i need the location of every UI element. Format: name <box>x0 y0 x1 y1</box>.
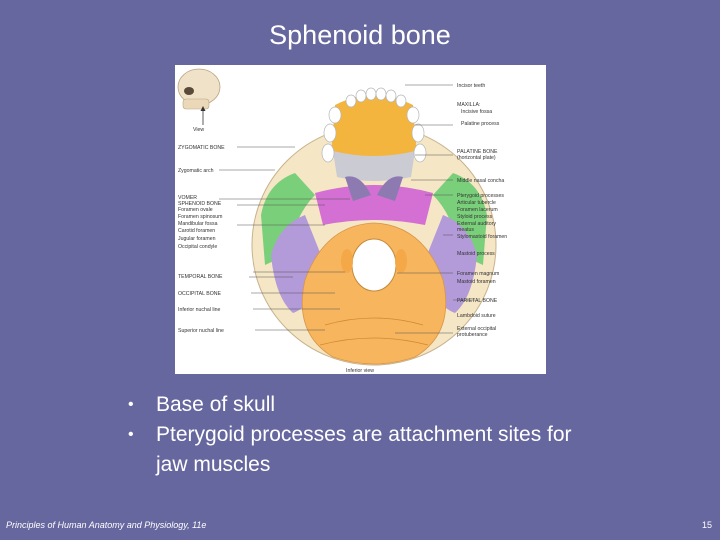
label-carotid-foramen: Carotid foramen <box>178 228 215 234</box>
label-protuberance: protuberance <box>457 332 488 338</box>
label-palatine-process: Palatine process <box>461 121 500 127</box>
label-mandibular-fossa: Mandibular fossa <box>178 221 218 227</box>
label-jugular-foramen: Jugular foramen <box>178 236 216 242</box>
label-middle-nasal-concha: Middle nasal concha <box>457 178 504 184</box>
bullet-item: • Pterygoid processes are attachment site… <box>128 420 598 480</box>
label-inferior-nuchal-line: Inferior nuchal line <box>178 307 221 313</box>
bullet-text: Pterygoid processes are attachment sites… <box>156 423 572 476</box>
label-stylomastoid-foramen: Stylomastoid foramen <box>457 234 507 240</box>
label-maxilla: MAXILLA: <box>457 102 480 108</box>
label-zygomatic-bone: ZYGOMATIC BONE <box>178 145 225 151</box>
label-incisive-fossa: Incisive fossa <box>461 109 492 115</box>
bullet-dot-icon: • <box>128 420 134 450</box>
label-superior-nuchal-line: Superior nuchal line <box>178 328 224 334</box>
label-foramen-magnum: Foramen magnum <box>457 271 499 277</box>
label-meatus: meatus <box>457 227 474 233</box>
label-occipital-bone: OCCIPITAL BONE <box>178 291 221 297</box>
bullet-item: • Base of skull <box>128 390 598 420</box>
skull-base-figure: View <box>175 65 546 374</box>
label-foramen-ovale: Foramen ovale <box>178 207 213 213</box>
skull-thumbnail <box>178 69 220 125</box>
view-label: View <box>193 127 204 133</box>
figure-caption: Inferior view <box>346 368 374 374</box>
label-articular-tubercle: Articular tubercle <box>457 200 496 206</box>
label-foramen-lacerum: Foramen lacerum <box>457 207 498 213</box>
bullet-list: • Base of skull • Pterygoid processes are … <box>128 390 598 480</box>
label-palatine-horizontal-plate: (horizontal plate) <box>457 155 496 161</box>
footer-book-title: Principles of Human Anatomy and Physiolo… <box>6 520 206 530</box>
label-occipital-condyle: Occipital condyle <box>178 244 217 250</box>
label-pterygoid-processes: Pterygoid processes <box>457 193 504 199</box>
bullet-text: Base of skull <box>156 393 275 416</box>
label-lambdoid-suture: Lambdoid suture <box>457 313 496 319</box>
label-mastoid-process: Mastoid process <box>457 251 495 257</box>
label-zygomatic-arch: Zygomatic arch <box>178 168 214 174</box>
label-styloid-process: Styloid process <box>457 214 493 220</box>
slide-title: Sphenoid bone <box>0 20 720 51</box>
label-foramen-spinosum: Foramen spinosum <box>178 214 222 220</box>
label-temporal-bone: TEMPORAL BONE <box>178 274 223 280</box>
skull-illustration: View <box>175 65 546 374</box>
label-incisor-teeth: Incisor teeth <box>457 83 485 89</box>
label-parietal-bone: PARIETAL BONE <box>457 298 498 304</box>
bullet-dot-icon: • <box>128 390 134 420</box>
label-mastoid-foramen: Mastoid foramen <box>457 279 496 285</box>
page-number: 15 <box>702 520 712 530</box>
